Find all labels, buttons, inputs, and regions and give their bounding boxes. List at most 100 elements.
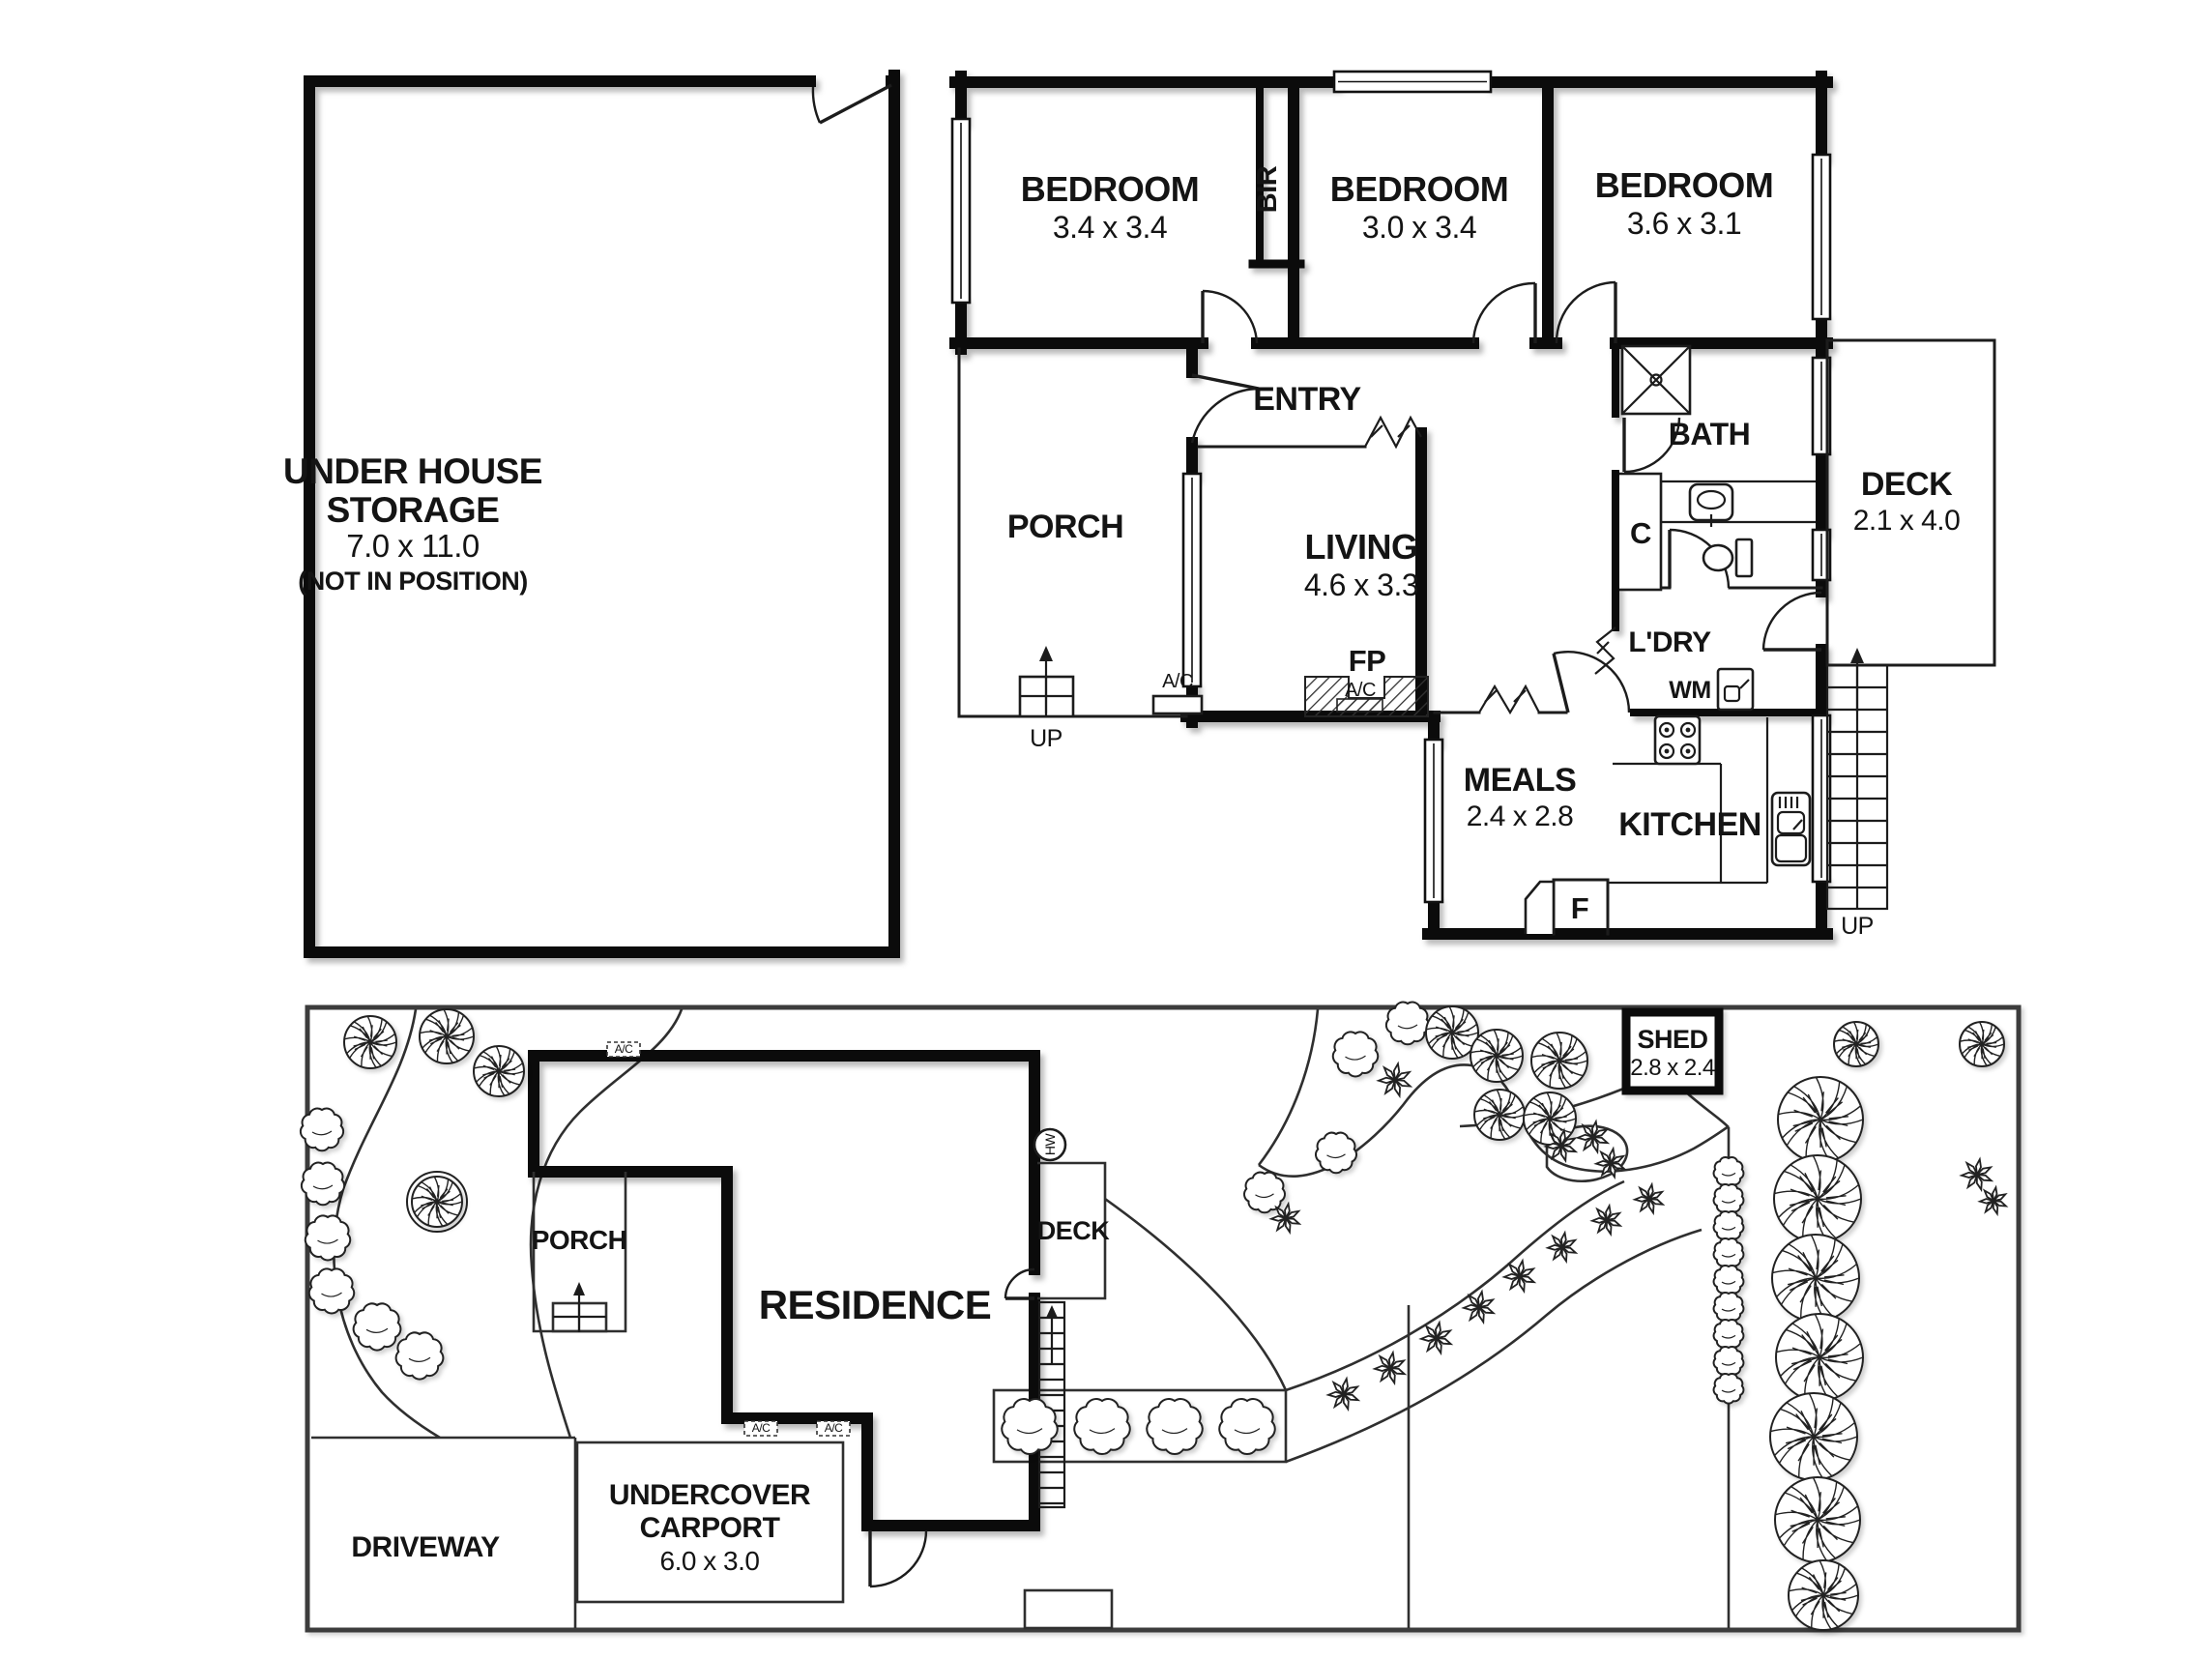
tree-icon	[1777, 1076, 1864, 1163]
carport: UNDERCOVER CARPORT 6.0 x 3.0	[575, 1441, 845, 1604]
meals-label: MEALS	[1464, 762, 1577, 799]
storage-dims: 7.0 x 11.0	[346, 528, 480, 564]
plant-icon	[1575, 1119, 1611, 1155]
living-label: LIVING	[1304, 527, 1417, 567]
window-bed1-left	[950, 117, 972, 305]
fp-label: FP	[1349, 644, 1386, 678]
site-plan: RESIDENCE PORCH DECK HW	[299, 1001, 2022, 1633]
fridge-label: F	[1571, 891, 1588, 925]
door-bedroom2	[1471, 281, 1537, 344]
plant-icon	[1418, 1320, 1454, 1356]
site-porch-label: PORCH	[532, 1225, 627, 1255]
window-bed3-right	[1811, 153, 1832, 321]
hw-label: HW	[1042, 1133, 1058, 1156]
wm-label: WM	[1669, 677, 1710, 704]
bedroom1-label: BEDROOM	[1021, 169, 1200, 209]
plant-icon	[1589, 1203, 1623, 1237]
storage-door-leaf	[819, 83, 892, 125]
bush-icon	[299, 1107, 345, 1152]
tree-icon	[1530, 1032, 1588, 1090]
site-ac-units: A/C A/C A/C	[606, 1041, 851, 1437]
tree-icon	[1773, 1154, 1862, 1243]
deck-label: DECK	[1861, 466, 1953, 503]
deck-up-label: UP	[1841, 913, 1874, 940]
carport-dims: 6.0 x 3.0	[660, 1546, 760, 1576]
fp-ac-label: A/C	[1345, 680, 1376, 701]
vanity	[1659, 480, 1816, 527]
fireplace: FP A/C	[1304, 644, 1429, 717]
wall-break-zigzag-laundry	[1594, 626, 1616, 675]
bush-icon	[1712, 1291, 1745, 1324]
bush-icon	[1146, 1398, 1204, 1456]
bush-icon	[1218, 1398, 1276, 1456]
bush-icon	[1331, 1031, 1380, 1078]
plant-icon	[1268, 1201, 1302, 1236]
tree-icon	[411, 1176, 463, 1228]
bush-icon	[307, 1267, 356, 1315]
meals-dims: 2.4 x 2.8	[1467, 800, 1574, 832]
boundary-structure	[1023, 1588, 1114, 1630]
bush-icon	[300, 1161, 346, 1207]
tree-icon	[1774, 1476, 1861, 1563]
doors	[1190, 280, 1822, 713]
shed-dims: 2.8 x 2.4	[1630, 1055, 1715, 1081]
plant-icon	[1325, 1376, 1361, 1412]
bush-icon	[1712, 1209, 1745, 1242]
kitchen-fixtures: F	[1524, 714, 1812, 936]
carport-line2: CARPORT	[640, 1512, 780, 1544]
bush-icon	[394, 1331, 445, 1381]
bush-icon	[1712, 1182, 1745, 1215]
washing-machine	[1716, 667, 1755, 712]
tree-icon	[419, 1008, 475, 1064]
door-front-entry	[1190, 373, 1260, 444]
bedroom3-label: BEDROOM	[1595, 165, 1774, 205]
up-arrow	[1039, 646, 1053, 661]
door-bath	[1622, 417, 1681, 474]
site-deck-label: DECK	[1037, 1216, 1111, 1245]
bush-icon	[1001, 1398, 1059, 1456]
hot-water-unit: HW	[1033, 1127, 1067, 1162]
kitchen-label: KITCHEN	[1618, 806, 1761, 843]
storage-label-line2: STORAGE	[327, 490, 500, 530]
window-living-left	[1181, 472, 1203, 688]
porch-fp: PORCH UP	[957, 347, 1188, 752]
fridge-nook: F	[1524, 878, 1610, 936]
bath-label: BATH	[1669, 417, 1751, 451]
garden-vegetation	[299, 1001, 2009, 1631]
bush-icon	[1712, 1264, 1745, 1296]
storage-note: (NOT IN POSITION)	[298, 567, 528, 596]
ac-unit-living: A/C	[1151, 671, 1204, 715]
deck-fp: DECK 2.1 x 4.0	[1825, 338, 1996, 667]
bir-label: BIR	[1252, 165, 1283, 213]
bush-icon	[1243, 1171, 1286, 1214]
residence-label: RESIDENCE	[759, 1282, 992, 1327]
window-meals-left	[1423, 738, 1444, 904]
driveway-label: DRIVEWAY	[351, 1531, 500, 1563]
ac-unit-site-1: A/C	[606, 1041, 641, 1058]
bush-icon	[304, 1214, 352, 1262]
porch-label: PORCH	[1007, 509, 1123, 545]
entry-label: ENTRY	[1253, 381, 1361, 418]
tree-icon	[1775, 1313, 1864, 1402]
plant-icon	[1372, 1350, 1408, 1386]
plant-icon	[1543, 1127, 1579, 1164]
bush-icon	[1712, 1155, 1745, 1188]
carport-line1: UNDERCOVER	[609, 1479, 811, 1511]
fp-ac-box	[1336, 698, 1383, 713]
deck-stairs: UP	[1825, 648, 1889, 940]
plant-icon	[1632, 1181, 1666, 1216]
fridge-corner	[1524, 880, 1556, 934]
bush-icon	[1073, 1398, 1131, 1456]
up-arrow	[1850, 648, 1864, 663]
bush-icon	[352, 1302, 402, 1352]
wall-break-zigzag-entry	[1364, 415, 1422, 450]
up-arrow	[573, 1282, 585, 1295]
laundry-label: L'DRY	[1628, 626, 1711, 658]
cupboard-label: C	[1630, 516, 1651, 550]
plant-icon	[1977, 1184, 2009, 1217]
storage-label-line1: UNDER HOUSE	[283, 451, 542, 491]
bush-icon	[1384, 1001, 1431, 1046]
bush-icon	[1712, 1372, 1745, 1405]
tree-icon	[1769, 1392, 1858, 1481]
